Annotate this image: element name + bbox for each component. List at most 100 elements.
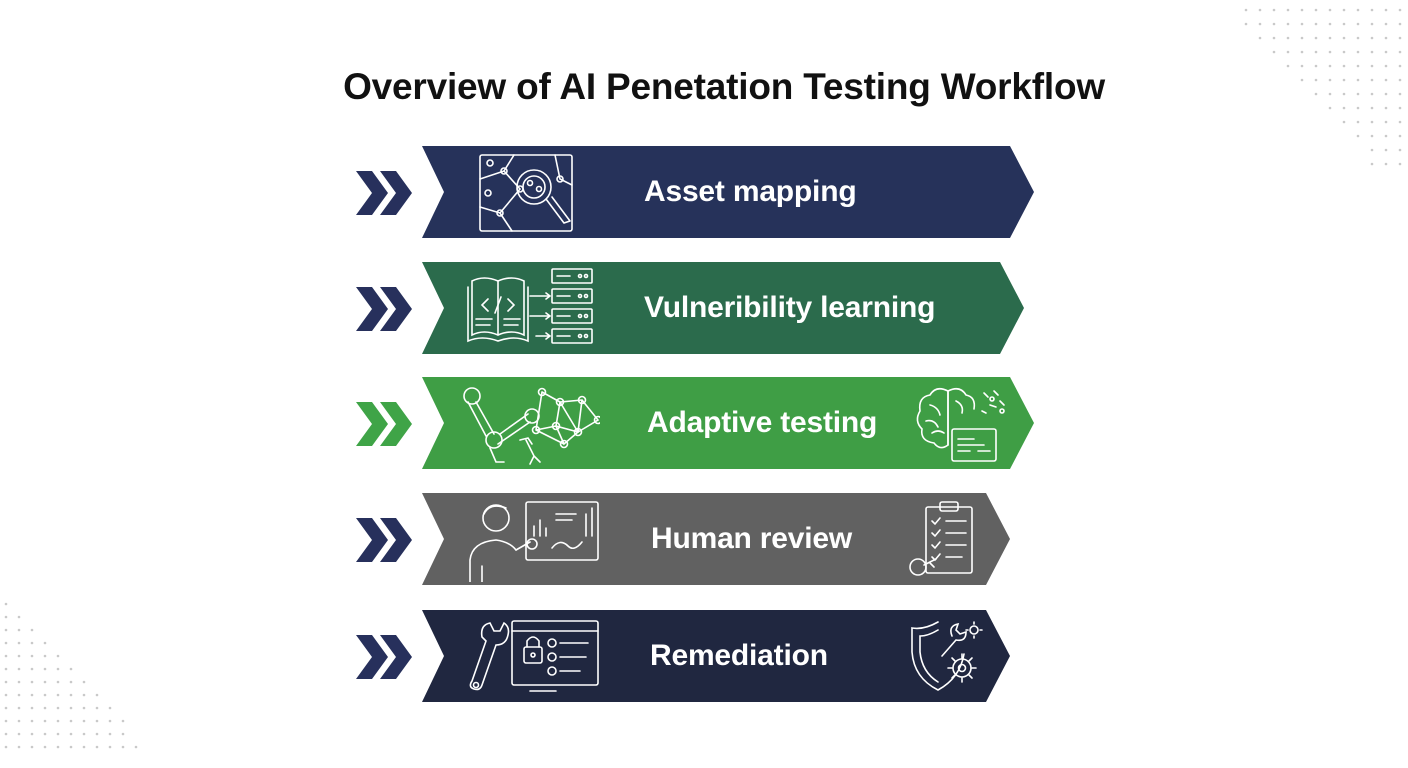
decor-dot [56,654,60,658]
decor-dot [1370,78,1374,82]
decor-dot [43,706,47,710]
decor-dot [1314,36,1318,40]
decor-dot [1342,64,1346,68]
shield-gears-icon [911,621,983,691]
decor-dot [82,732,86,736]
decor-dot [1286,64,1290,68]
decor-dot [17,615,21,619]
decor-dot [43,732,47,736]
decor-dot [4,602,8,606]
decor-dot [4,628,8,632]
decor-dot [4,680,8,684]
double-chevron-icon [356,171,412,215]
decor-dot [56,680,60,684]
decor-dot [1342,106,1346,110]
decor-dot [1398,120,1402,124]
decor-dot [1384,50,1388,54]
decor-dot [4,615,8,619]
decor-dot [56,706,60,710]
decor-dot [95,732,99,736]
decor-dot [1328,22,1332,26]
brain-chip-icon [916,387,1005,462]
decor-dot [1370,134,1374,138]
decor-dot [56,693,60,697]
decor-dot [1384,22,1388,26]
decor-dot [1328,50,1332,54]
decor-dot [1272,36,1276,40]
decor-dot [17,745,21,749]
decor-dot [4,745,8,749]
decor-dot [1244,22,1248,26]
decor-dot [1384,134,1388,138]
decor-dot [1258,8,1262,12]
code-book-servers-icon [467,268,593,344]
decor-dot [1398,92,1402,96]
decor-dot [30,628,34,632]
decor-dot [43,667,47,671]
decor-dot [1398,78,1402,82]
decor-dot [1286,50,1290,54]
decor-dot [1286,36,1290,40]
step-asset-mapping: Asset mapping [352,146,1042,238]
decor-dot [1356,50,1360,54]
decor-dot [56,719,60,723]
decor-dot [1300,36,1304,40]
decor-dot [1384,92,1388,96]
decor-dot [30,641,34,645]
decor-dot [1370,50,1374,54]
decor-dot [1370,106,1374,110]
decor-dot [1272,50,1276,54]
decor-dot [30,745,34,749]
decor-dot [43,680,47,684]
decor-dot [1384,120,1388,124]
decor-dot [1300,50,1304,54]
decor-dot [1328,92,1332,96]
decor-dot [1370,8,1374,12]
decor-dot [108,732,112,736]
double-chevron-icon [356,402,412,446]
decor-dot [95,745,99,749]
decor-dot [1398,64,1402,68]
checklist-clipboard-icon [909,501,973,576]
double-chevron-icon [356,518,412,562]
decor-dot [69,667,73,671]
decor-dot [1286,8,1290,12]
decor-dot [1328,78,1332,82]
decor-dot [1286,22,1290,26]
decor-dot [4,693,8,697]
decor-dot [43,641,47,645]
decor-dot [1328,36,1332,40]
decor-dot [1314,92,1318,96]
decor-dot [1384,162,1388,166]
decor-dot [1398,162,1402,166]
decor-dot [1398,106,1402,110]
decor-dot [4,667,8,671]
dot-pattern-top-right [1244,8,1402,166]
step-label: Human review [651,522,853,555]
decor-dot [1314,64,1318,68]
wrench-lock-screen-icon [469,620,599,692]
decor-dot [95,693,99,697]
decor-dot [1342,36,1346,40]
decor-dot [4,641,8,645]
decor-dot [1300,64,1304,68]
decor-dot [69,693,73,697]
step-human-review: Human review [352,493,1042,585]
decor-dot [30,732,34,736]
step-adaptive-testing: Adaptive testing [352,377,1042,469]
decor-dot [30,680,34,684]
decor-dot [95,706,99,710]
decor-dot [121,732,125,736]
decor-dot [1370,36,1374,40]
decor-dot [43,693,47,697]
decor-dot [134,745,138,749]
decor-dot [82,693,86,697]
robot-arm-network-icon [463,387,600,465]
decor-dot [1370,22,1374,26]
decor-dot [1370,120,1374,124]
decor-dot [1272,8,1276,12]
step-label: Asset mapping [644,175,857,208]
analyst-dashboard-icon [469,501,599,582]
step-label: Vulneribility learning [644,291,936,324]
